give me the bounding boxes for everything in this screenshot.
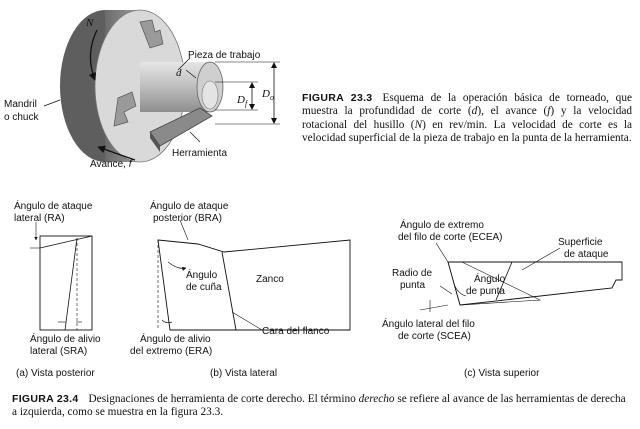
label-scea-2: de corte (SCEA) xyxy=(398,331,471,342)
label-do: Do xyxy=(261,88,274,102)
leader-mandril xyxy=(43,99,61,107)
subcaption-superior: (c) Vista superior xyxy=(464,368,540,379)
subcaption-lateral: (b) Vista lateral xyxy=(210,368,278,379)
leader-herramienta xyxy=(189,131,201,143)
label-cuna-2: de cuña xyxy=(186,282,222,293)
label-zanco: Zanco xyxy=(256,274,284,285)
label-mandril-2: o chuck xyxy=(4,112,39,123)
label-era-2: del extremo (ERA) xyxy=(130,346,212,357)
label-sup-2: de ataque xyxy=(564,249,609,260)
feed-arrow xyxy=(97,145,136,161)
lathe-illustration xyxy=(43,9,280,163)
label-era-1: Ángulo de alivio xyxy=(140,332,211,345)
df-arrows xyxy=(249,82,255,110)
figure-23-3-number: FIGURA 23.3 xyxy=(302,92,373,104)
label-pieza: Pieza de trabajo xyxy=(188,50,261,61)
label-sra-2: lateral (SRA) xyxy=(30,346,87,357)
label-n: N xyxy=(85,17,94,29)
side-view-drawing xyxy=(157,219,351,331)
label-herramienta: Herramienta xyxy=(172,148,227,159)
workpiece-reduced xyxy=(201,80,219,110)
label-punta-2: de punta xyxy=(466,286,505,297)
cutting-tool xyxy=(149,107,213,147)
label-avance: Avance, f xyxy=(90,159,133,170)
label-mandril-1: Mandril xyxy=(4,99,37,110)
rotation-arrow xyxy=(88,29,98,81)
figure-23-4-number: FIGURA 23.4 xyxy=(12,393,79,405)
label-bra-2: posterior (BRA) xyxy=(153,213,222,224)
chuck-jaw-left xyxy=(113,91,137,127)
label-punta-1: Ángulo xyxy=(474,272,506,285)
label-ra-2: lateral (RA) xyxy=(14,213,65,224)
workpiece-body xyxy=(140,62,210,112)
label-d: d xyxy=(176,67,182,79)
subcaption-posterior: (a) Vista posterior xyxy=(16,368,95,379)
rear-view-drawing xyxy=(30,222,93,331)
label-scea-1: Ángulo lateral del filo xyxy=(382,317,475,330)
label-flanco: Cara del flanco xyxy=(262,326,330,337)
label-ecea-1: Ángulo de extremo xyxy=(400,218,484,231)
label-radio-2: punta xyxy=(400,280,425,291)
label-radio-1: Radio de xyxy=(392,268,432,279)
label-sra-1: Ángulo de alivio xyxy=(30,332,101,345)
leader-d xyxy=(185,69,197,79)
cutting-tool-side xyxy=(150,132,160,152)
label-sup-1: Superficie xyxy=(558,237,603,248)
leader-pieza xyxy=(177,57,191,71)
top-view-drawing xyxy=(419,242,623,312)
label-ra-1: Ángulo de ataque xyxy=(14,199,93,212)
label-cuna-1: Ángulo xyxy=(186,268,218,281)
chuck-jaw-top xyxy=(139,19,164,49)
label-bra-1: Ángulo de ataque xyxy=(150,199,229,212)
label-ecea-2: del filo de corte (ECEA) xyxy=(398,232,503,243)
label-df: Df xyxy=(236,94,249,108)
